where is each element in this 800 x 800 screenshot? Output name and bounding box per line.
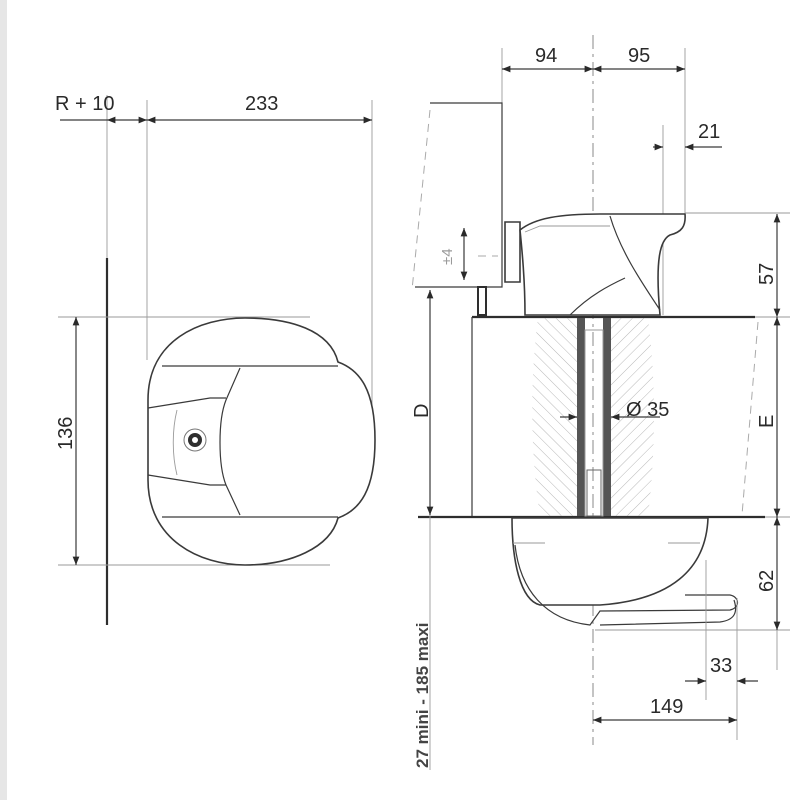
bushing-wall (577, 318, 585, 516)
top-view (58, 95, 376, 625)
dim-label-33: 33 (710, 655, 732, 677)
fitting-outline (147, 317, 376, 566)
dim-label-95: 95 (628, 45, 650, 67)
left-margin-strip (0, 0, 7, 800)
dim-label-e: E (756, 415, 778, 428)
dim-label-adjust: ±4 (439, 248, 456, 265)
dim-label-d: D (411, 404, 433, 418)
dim-label-range: 27 mini - 185 maxi (413, 622, 432, 768)
dim-label-136: 136 (55, 417, 77, 450)
dim-label-62: 62 (756, 570, 778, 592)
knob-icon (183, 428, 207, 452)
dim-label-dia35: Ø 35 (626, 399, 669, 421)
dim-label-94: 94 (535, 45, 557, 67)
dim-label-57: 57 (756, 263, 778, 285)
upper-fitting (519, 213, 686, 316)
dim-label-r10: R + 10 (55, 93, 114, 115)
dim-label-233: 233 (245, 93, 278, 115)
bushing-wall (603, 318, 611, 516)
dim-label-21: 21 (698, 121, 720, 143)
side-view (411, 35, 790, 770)
dim-label-149: 149 (650, 696, 683, 718)
